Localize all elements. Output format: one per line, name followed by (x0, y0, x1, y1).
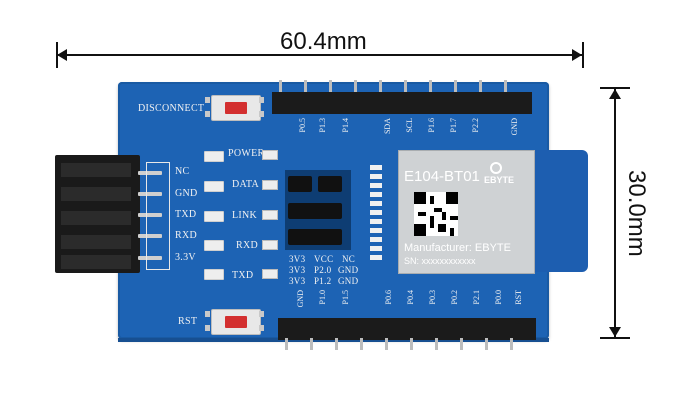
bottom-pin-label: P0.4 (406, 290, 415, 305)
smd-component (262, 240, 278, 250)
bottom-pin-label: RST (514, 290, 523, 305)
module-brand: EBYTE (484, 175, 515, 185)
side-pin-label: NC (175, 166, 190, 177)
top-pin-label: P1.3 (318, 118, 327, 133)
bottom-pin-label: P0.2 (450, 290, 459, 305)
jumper-label: VCC (314, 254, 334, 264)
led-label: LINK (232, 210, 258, 221)
side-pin (138, 234, 162, 238)
side-pin (138, 256, 162, 260)
width-dimension-label: 60.4mm (280, 28, 367, 55)
jumper-label: NC (342, 254, 356, 264)
module-pads (370, 165, 382, 261)
jumper-cap[interactable] (288, 229, 342, 245)
side-pin-label: RXD (175, 230, 198, 241)
led-label: TXD (232, 270, 254, 281)
side-pin (138, 171, 162, 175)
side-pin-outline (146, 162, 170, 270)
smd-component (262, 269, 278, 279)
jumper-cap[interactable] (318, 176, 342, 192)
module-manufacturer: Manufacturer: EBYTE (404, 242, 511, 254)
disconnect-button[interactable] (211, 95, 261, 121)
smd-component (262, 150, 278, 160)
bottom-pin-label: P1.5 (341, 290, 350, 305)
top-pin-label: P2.2 (471, 118, 480, 133)
jumper-cap[interactable] (288, 203, 342, 219)
jumper-cap[interactable] (288, 176, 312, 192)
module-serial: SN: xxxxxxxxxxxx (404, 256, 476, 266)
top-pin-label: GND (510, 118, 519, 136)
bottom-pin-label: P0.0 (494, 290, 503, 305)
reset-button[interactable] (211, 309, 261, 335)
reset-label: RST (178, 316, 198, 327)
top-pin-label: SCL (405, 118, 414, 133)
jumper-label: P2.0 (314, 265, 332, 275)
top-pin-label: P0.5 (298, 118, 307, 133)
data-led (204, 181, 224, 192)
width-arrow-right-icon (572, 49, 582, 61)
width-arrow-left-icon (57, 49, 67, 61)
txd-led (204, 269, 224, 280)
side-pin-label: TXD (175, 209, 197, 220)
led-label: RXD (236, 240, 259, 251)
bottom-pin-label: P1.0 (318, 290, 327, 305)
bottom-pin-label: P0.6 (384, 290, 393, 305)
reset-button-cap[interactable] (225, 316, 247, 328)
smd-component (262, 210, 278, 220)
bottom-pin-label: P0.3 (428, 290, 437, 305)
module-model: E104-BT01 (404, 168, 480, 185)
link-led (204, 211, 224, 222)
width-dimension-right-tick (582, 42, 584, 68)
side-pin-label: 3.3V (175, 252, 196, 263)
power-led (204, 151, 224, 162)
smd-component (262, 180, 278, 190)
jumper-label: 3V3 (289, 265, 306, 275)
disconnect-label: DISCONNECT (138, 103, 205, 114)
jumper-label: GND (338, 265, 359, 275)
jumper-label: 3V3 (289, 254, 306, 264)
led-label: POWER (228, 148, 265, 159)
height-arrow-up-icon (609, 89, 621, 99)
width-dimension-line (57, 54, 584, 56)
height-dimension-bottom-tick (600, 337, 630, 339)
side-pin-connector (55, 155, 140, 273)
jumper-label: P1.2 (314, 276, 332, 286)
side-pin (138, 213, 162, 217)
side-pin-label: GND (175, 188, 198, 199)
qr-code-icon (414, 192, 458, 236)
top-pin-label: P1.6 (427, 118, 436, 133)
top-pin-label: P1.4 (341, 118, 350, 133)
pcb-edge (118, 338, 549, 342)
brand-logo-icon (490, 162, 502, 174)
height-dimension-top-tick (600, 87, 630, 89)
antenna-area (531, 150, 588, 272)
height-arrow-down-icon (609, 327, 621, 337)
side-pin (138, 192, 162, 196)
jumper-label: 3V3 (289, 276, 306, 286)
rxd-led (204, 240, 224, 251)
bottom-pin-header (278, 318, 536, 340)
height-dimension-line (614, 88, 616, 338)
top-pin-label: P1.7 (449, 118, 458, 133)
led-label: DATA (232, 179, 260, 190)
top-pin-label: SDA (383, 118, 392, 135)
height-dimension-label: 30.0mm (623, 170, 650, 257)
bottom-pin-label: P2.1 (472, 290, 481, 305)
jumper-label: GND (338, 276, 359, 286)
bottom-pin-label: GND (296, 290, 305, 308)
disconnect-button-cap[interactable] (225, 102, 247, 114)
top-pin-header (272, 92, 532, 114)
